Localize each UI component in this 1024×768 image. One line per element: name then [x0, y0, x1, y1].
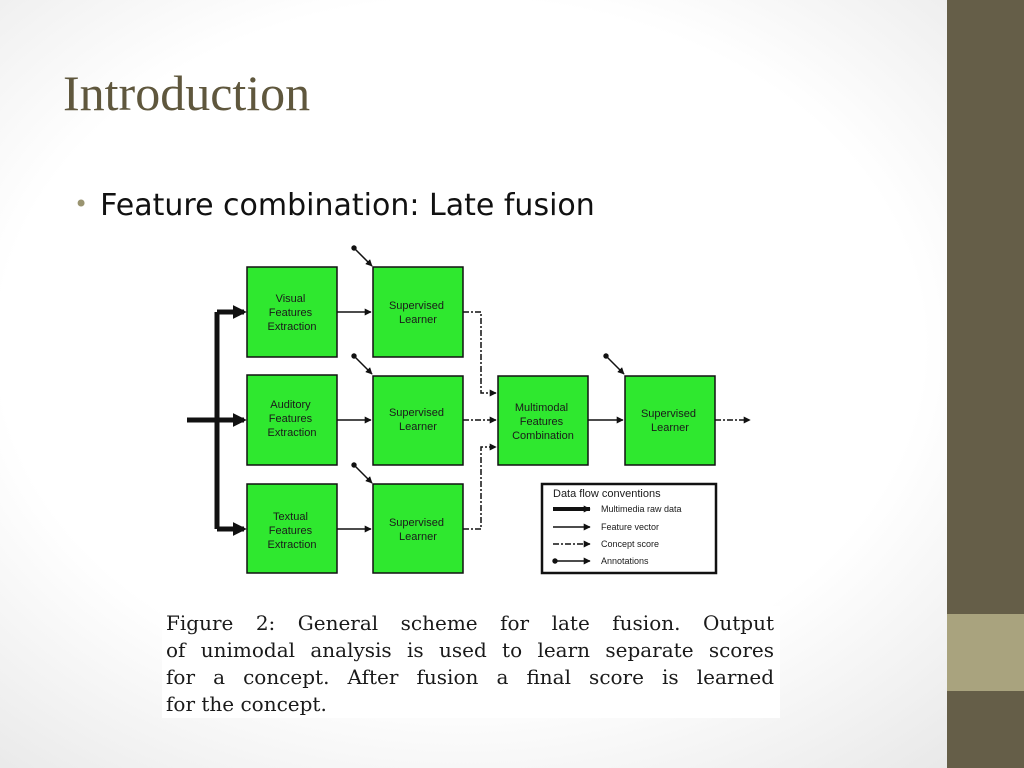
raw-data-bus	[187, 305, 247, 536]
caption-line: of unimodal analysis is used to learn se…	[166, 638, 774, 662]
caption-line: for a concept. After fusion a final scor…	[166, 665, 774, 689]
slide-title: Introduction	[63, 65, 311, 121]
concept-score-arrows	[463, 311, 751, 530]
node-learner-auditory: Supervised Learner	[372, 375, 464, 466]
node-learner-visual: Supervised Learner	[372, 266, 464, 358]
legend-item-feature-vector: Feature vector	[601, 522, 659, 532]
svg-text:Textual Features: Textual Features Extraction	[268, 511, 317, 551]
svg-text:Auditory Features: Auditory Features Extraction	[268, 399, 317, 439]
node-auditory-extraction: Auditory Features Extraction	[246, 374, 338, 466]
bullet-dot-icon: •	[74, 190, 89, 218]
caption-line: Figure 2: General scheme for late fusion…	[166, 611, 774, 635]
svg-text:Visual Features: Visual Features Extraction	[268, 293, 317, 333]
figure-caption: Figure 2: General scheme for late fusion…	[162, 606, 780, 718]
feature-vector-arrows	[337, 308, 372, 533]
bullet-item: • Feature combination: Late fusion	[74, 188, 595, 224]
legend-item-raw-data: Multimedia raw data	[601, 504, 682, 514]
node-learner-final: Supervised Learner	[624, 375, 716, 466]
node-visual-extraction: Visual Features Extraction	[246, 266, 338, 358]
svg-text:Multimodal Features: Multimodal Features Combination	[512, 402, 574, 442]
legend-title: Data flow conventions	[553, 488, 661, 500]
node-textual-extraction: Textual Features Extraction	[246, 483, 338, 574]
node-multimodal-combination: Multimodal Features Combination	[497, 375, 589, 466]
svg-text:Supervised Learner: Supervised Learner	[641, 408, 699, 434]
annotation-arrows	[351, 245, 625, 484]
caption-line: for the concept.	[166, 692, 327, 716]
legend-item-concept-score: Concept score	[601, 539, 659, 549]
svg-text:Supervised Learner: Supervised Learner	[389, 407, 447, 433]
legend-box: Data flow conventions Multimedia raw dat…	[540, 482, 718, 575]
svg-text:Supervised Learner: Supervised Learner	[389, 517, 447, 543]
bullet-text: Feature combination: Late fusion	[100, 188, 595, 223]
svg-text:Supervised Learner: Supervised Learner	[389, 300, 447, 326]
node-learner-textual: Supervised Learner	[372, 483, 464, 574]
sidebar-accent-block	[947, 614, 1024, 691]
legend-item-annotations: Annotations	[601, 556, 649, 566]
